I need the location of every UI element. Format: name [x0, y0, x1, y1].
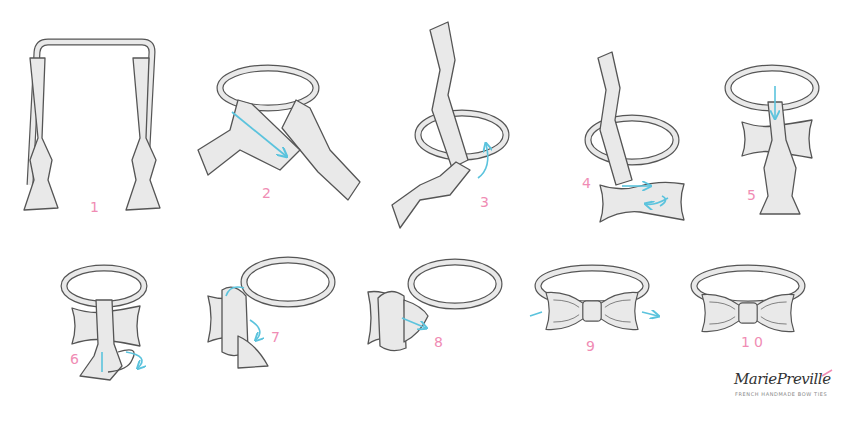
step-number: 4: [582, 176, 591, 190]
step-number: 2: [262, 186, 271, 200]
brand-tagline: FRENCH HANDMADE BOW TIES: [735, 392, 827, 397]
brand-logo: MariePreville: [734, 372, 831, 387]
step-number: 9: [586, 339, 595, 353]
step-number: 10: [741, 335, 767, 349]
step-number: 3: [480, 195, 489, 209]
step-number: 8: [434, 335, 443, 349]
step-number: 1: [90, 200, 99, 214]
step-number: 5: [747, 188, 756, 202]
step-number: 7: [271, 330, 280, 344]
step-number: 6: [70, 352, 79, 366]
